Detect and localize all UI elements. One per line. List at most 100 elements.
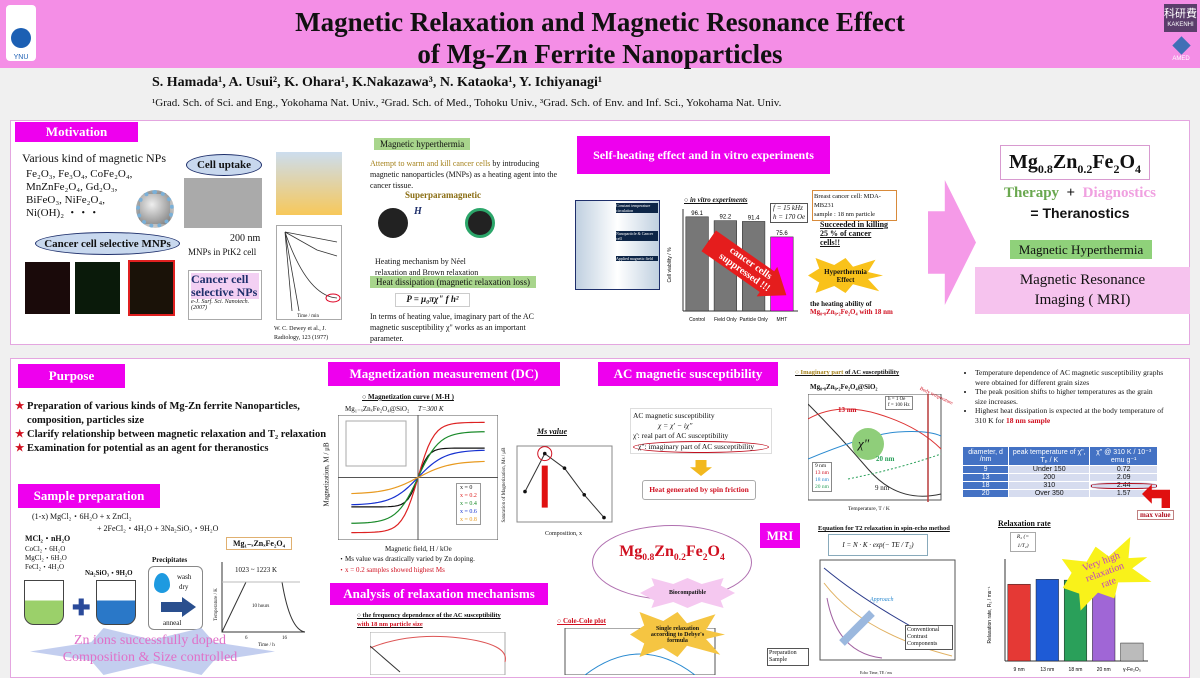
mh-curve-title: ○ Magnetization curve ( M-H ) <box>362 393 454 401</box>
series-18nm <box>808 431 942 460</box>
table-header: χ" @ 310 K / 10⁻³ emu g⁻¹ <box>1089 446 1158 466</box>
mh-temp-label: T=300 K <box>418 405 444 413</box>
np-list-item: BiFeO₃, NiFe₂O₄, <box>26 194 106 206</box>
poster-header: YNU Magnetic Relaxation and Magnetic Res… <box>0 0 1200 70</box>
precipitates-label: Precipitates <box>152 556 188 564</box>
category-label: Control <box>689 317 705 323</box>
purpose-item: Clarify relationship between magnetic re… <box>27 429 327 440</box>
fluorescence-image-green <box>75 262 120 314</box>
anneal-ylabel: Temperature / K <box>213 588 219 621</box>
hyperthermia-text-highlight: Attempt to warm and kill cancer cells <box>370 159 491 168</box>
ac-heading: AC magnetic susceptibility <box>598 362 778 386</box>
plus-sign: + <box>1066 185 1076 201</box>
category-label: 13 nm <box>1040 667 1054 673</box>
legend-item: 9 nm <box>815 463 827 469</box>
legend-item: x = 0.8 <box>460 517 477 523</box>
dc-note-2: ・x = 0.2 samples showed highest Ms <box>338 566 445 574</box>
finding-text: Highest heat dissipation is expected at … <box>975 406 1164 425</box>
dewey-xlabel: Time / min <box>297 314 320 319</box>
np-list-item: Fe₂O₃, Fe₃O₄, CoFe₂O₄, <box>26 168 133 180</box>
tem-image <box>184 178 262 228</box>
dry-label: dry <box>179 583 189 591</box>
legend-item: x = 0 <box>460 485 473 491</box>
ac-def-eq: χ = χ' − iχ" <box>658 421 693 430</box>
imag-sample-label: Mg₀.₈Zn₀.₂Fe₂O₄@SiO₂ <box>810 383 878 391</box>
y-axis-label: Relaxation rate, R₂ / ms⁻¹ <box>987 586 993 643</box>
cell-uptake-label: Cell uptake <box>186 154 262 176</box>
legend-item: x = 0.6 <box>460 509 477 515</box>
banner-line1: Zn ions successfully doped <box>73 633 227 648</box>
imag-chart <box>808 394 942 502</box>
category-label: Field Only <box>714 317 737 323</box>
np-list-item: Ni(OH)₂ ・・・ <box>26 207 100 219</box>
table-header: diameter, d /nm <box>961 446 1010 466</box>
mcl-item: FeCl₂・4H₂O <box>25 563 65 571</box>
annealing-profile-chart <box>221 562 306 633</box>
data-label: 91.4 <box>748 215 760 221</box>
table-cell: 20 <box>961 489 1010 498</box>
poster-title: Magnetic Relaxation and Magnetic Resonan… <box>200 6 1000 70</box>
center-formula-text: Mg0.8Zn0.2Fe2O4 <box>619 543 725 564</box>
hyperthermia-label: Magnetic hyperthermia <box>374 138 471 150</box>
scale-bar-label: 200 nm <box>230 233 261 244</box>
title-line-1: Magnetic Relaxation and Magnetic Resonan… <box>295 7 905 37</box>
nasio-label: Na₂SiO₃・9H₂O <box>85 569 133 577</box>
title-line-2: of Mg-Zn Ferrite Nanoparticles <box>417 39 783 69</box>
star-icon: ★ <box>15 443 28 454</box>
bar <box>1035 579 1059 662</box>
imag-title-rest: of AC susceptibility <box>843 369 900 376</box>
beaker-green <box>24 580 64 625</box>
mri-box: Magnetic Resonance Imaging ( MRI) <box>975 267 1190 314</box>
imag-chart-title: ○ Imaginary part of AC susceptibility <box>795 368 899 377</box>
series-13nm <box>808 408 942 450</box>
purpose-item: Preparation of various kinds of Mg-Zn fe… <box>27 401 300 426</box>
t2-xlabel: Echo Time, TE / ms <box>860 670 893 675</box>
table-header: peak temperature of χ", Tₚ / K <box>1008 446 1091 466</box>
apparatus-note: Applied magnetic field <box>616 256 658 261</box>
cole-cole-title: ○ Cole-Cole plot <box>557 617 606 625</box>
hours-label: 10 hours <box>252 604 270 609</box>
banner-line2: Composition & Size controlled <box>62 650 238 665</box>
tem-caption: MNPs in PtK2 cell <box>188 247 257 257</box>
field-h-label: H <box>414 206 422 217</box>
freq-title-line: ○ the frequency dependence of the AC sus… <box>357 612 501 619</box>
ac-imag-part: χ": imaginary part of AC susceptibility <box>633 441 769 453</box>
category-label: 18 nm <box>1069 667 1083 673</box>
chi-circle <box>852 428 884 460</box>
data-point <box>602 515 606 520</box>
legend-item: x = 0.2 <box>460 493 477 499</box>
nanoparticle-illustration <box>136 190 174 228</box>
preparation-label: Preparation Sample <box>767 648 809 666</box>
ms-line <box>524 452 605 518</box>
sample-prep-heading: Sample preparation <box>18 484 160 508</box>
anneal-xlabel: Time / h <box>258 643 275 648</box>
imag-xlabel: Temperature, T / K <box>848 506 890 512</box>
ms-ylabel: Saturation of Magnetization, Ms / μB <box>502 447 507 523</box>
product-formula: Mg₁₋ₓZnₓFe₂O₄ <box>226 537 292 550</box>
mh-ylabel: Magnetization, M / μB <box>322 442 331 507</box>
condition-f: f = 15 kHz <box>773 204 803 212</box>
affiliations: ¹Grad. Sch. of Sci. and Eng., Yokohama N… <box>152 97 782 109</box>
synthesis-eq-line1: (1-x) MgCl₂・6H₂O + x ZnCl₂ <box>32 512 132 521</box>
neel-particle-icon <box>378 208 408 238</box>
chi-symbol: χ" <box>858 436 870 451</box>
purpose-item: Examination for potential as an agent fo… <box>27 443 269 454</box>
apparatus-diagram: Constant temperature circulation Nanopar… <box>575 200 660 290</box>
approach-arrow <box>839 610 875 646</box>
y-axis-label: Cell viability / % <box>667 247 673 283</box>
star-icon: ★ <box>15 401 28 412</box>
findings-list: Temperature dependence of AC magnetic su… <box>975 368 1165 425</box>
purpose-list: ★ Preparation of various kinds of Mg-Zn … <box>15 400 330 456</box>
ac-real-part: χ': real part of AC susceptibility <box>633 431 729 440</box>
table-cell: 310 <box>1008 481 1091 490</box>
ms-xlabel: Composition, x <box>545 531 583 537</box>
dc-note-1: ・Ms value was drastically varied by Zn d… <box>338 555 475 563</box>
label-20nm: 20 nm <box>876 455 895 463</box>
table-cell: 0.72 <box>1089 465 1158 474</box>
